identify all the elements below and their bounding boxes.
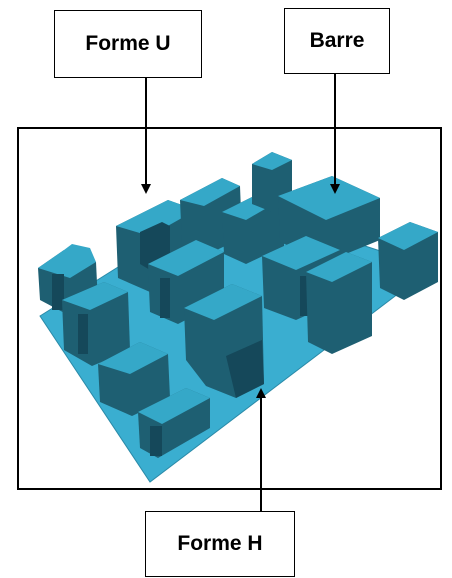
block-front-corner xyxy=(138,388,210,458)
block-front-left xyxy=(98,342,170,416)
block-far-right xyxy=(378,222,438,300)
block-u-shape xyxy=(116,200,198,292)
label-forme-h: Forme H xyxy=(145,511,295,577)
block-left-2 xyxy=(62,282,130,366)
block-h-shape xyxy=(184,284,264,398)
label-forme-u: Forme U xyxy=(54,10,202,78)
block-right-front xyxy=(306,252,372,354)
label-barre: Barre xyxy=(284,8,390,74)
